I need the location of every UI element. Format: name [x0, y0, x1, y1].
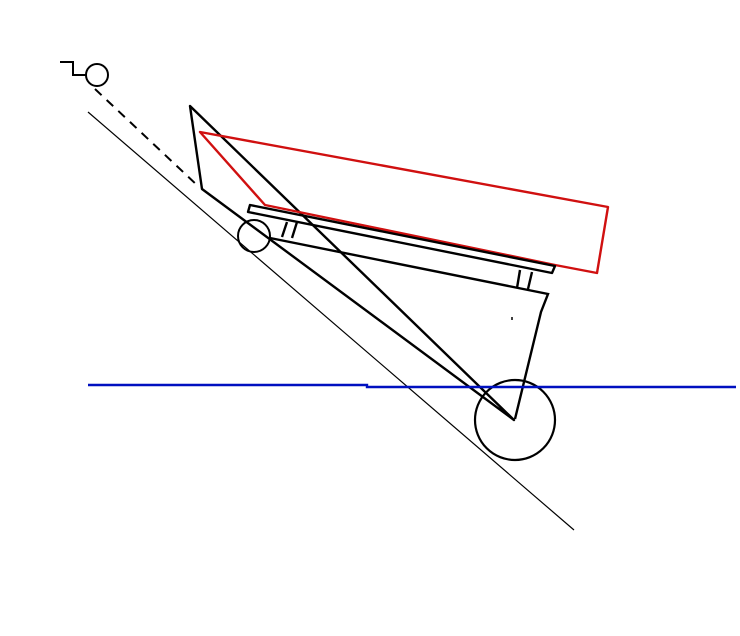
red-tilted-bed — [198, 130, 610, 275]
frame-triangle — [188, 104, 516, 422]
left-leg-b — [290, 221, 299, 239]
horizontal-reference-line — [88, 383, 736, 389]
lower-frame — [269, 236, 550, 420]
right-leg-b — [526, 271, 534, 290]
left-leg-a — [280, 221, 289, 238]
platform-plate — [246, 203, 557, 275]
dashed-pull-line — [94, 88, 199, 187]
large-wheel — [473, 378, 557, 462]
small-wheel — [237, 219, 271, 253]
hook-circle — [85, 63, 109, 87]
legs — [280, 221, 534, 290]
incline-line — [87, 111, 575, 531]
right-leg-a — [515, 269, 522, 289]
hook-line — [60, 61, 86, 76]
handle-hook — [60, 61, 109, 87]
